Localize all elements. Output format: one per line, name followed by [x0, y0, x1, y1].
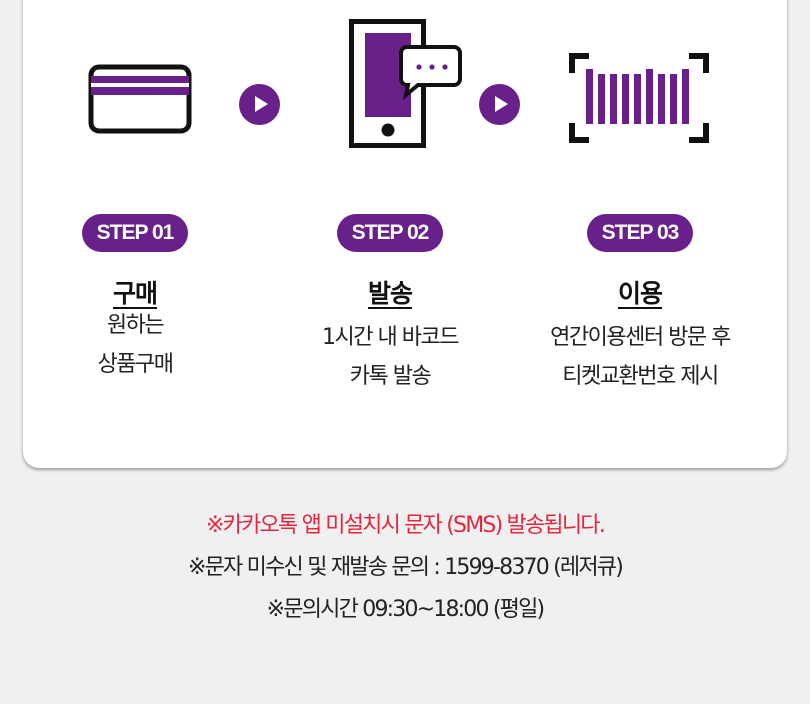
contact-notice: ※문자 미수신 및 재발송 문의 : 1599-8370 (레저큐) [187, 555, 624, 580]
step-3: STEP 03 이용 연간이용센터 방문 후 티켓교환번호 제시 [515, 214, 765, 396]
play-arrow-icon [479, 84, 520, 125]
step-title: 이용 [617, 279, 663, 308]
credit-card-icon [88, 64, 192, 134]
step-desc: 연간이용센터 방문 후 티켓교환번호 제시 [550, 325, 731, 389]
step-2: STEP 02 발송 1시간 내 바코드 카톡 발송 [265, 214, 515, 396]
play-arrow-icon [239, 84, 280, 125]
step-desc: 1시간 내 바코드 카톡 발송 [322, 325, 459, 389]
step-badge: STEP 02 [336, 214, 444, 252]
sms-notice: ※카카오톡 앱 미설치시 문자 (SMS) 발송됩니다. [206, 513, 606, 538]
hours-notice: ※문의시간 09:30~18:00 (평일) [266, 597, 545, 622]
step-title: 구매 [112, 279, 158, 308]
step-badge: STEP 03 [586, 214, 694, 252]
notice-section: ※카카오톡 앱 미설치시 문자 (SMS) 발송됩니다. ※문자 미수신 및 재… [0, 505, 810, 631]
barcode-scan-icon [569, 53, 709, 143]
step-desc: 원하는 상품구매 [97, 313, 174, 377]
phone-message-icon [349, 19, 462, 148]
step-badge: STEP 01 [81, 214, 189, 252]
steps-card: STEP 01 구매 원하는 상품구매 STEP 02 발송 1시간 내 바코드… [23, 0, 787, 468]
step-title: 발송 [367, 279, 413, 308]
step-1: STEP 01 구매 원하는 상품구매 [10, 214, 260, 384]
